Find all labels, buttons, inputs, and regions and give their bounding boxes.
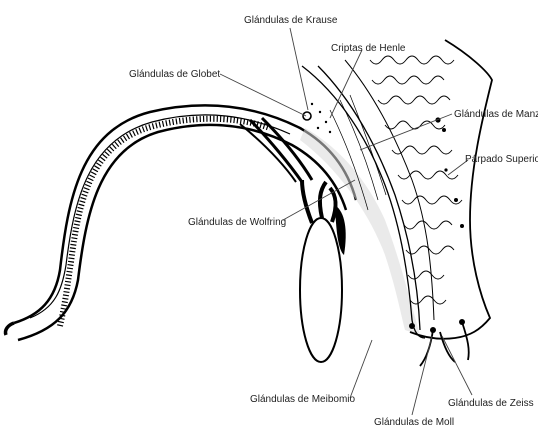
label-manz: Glándulas de Manz [454, 109, 538, 120]
label-globet: Glándulas de Globet [129, 69, 220, 80]
label-zeiss: Glándulas de Zeiss [448, 398, 534, 409]
label-meibomio: Glándulas de Meibomio [250, 394, 355, 405]
label-krause: Glándulas de Krause [244, 15, 338, 26]
label-moll: Glándulas de Moll [374, 417, 454, 428]
label-parpado: Párpado Superior [465, 154, 538, 165]
eyelashes [420, 322, 469, 366]
label-henle: Criptas de Henle [331, 43, 406, 54]
label-wolfring: Glándulas de Wolfring [188, 217, 286, 228]
